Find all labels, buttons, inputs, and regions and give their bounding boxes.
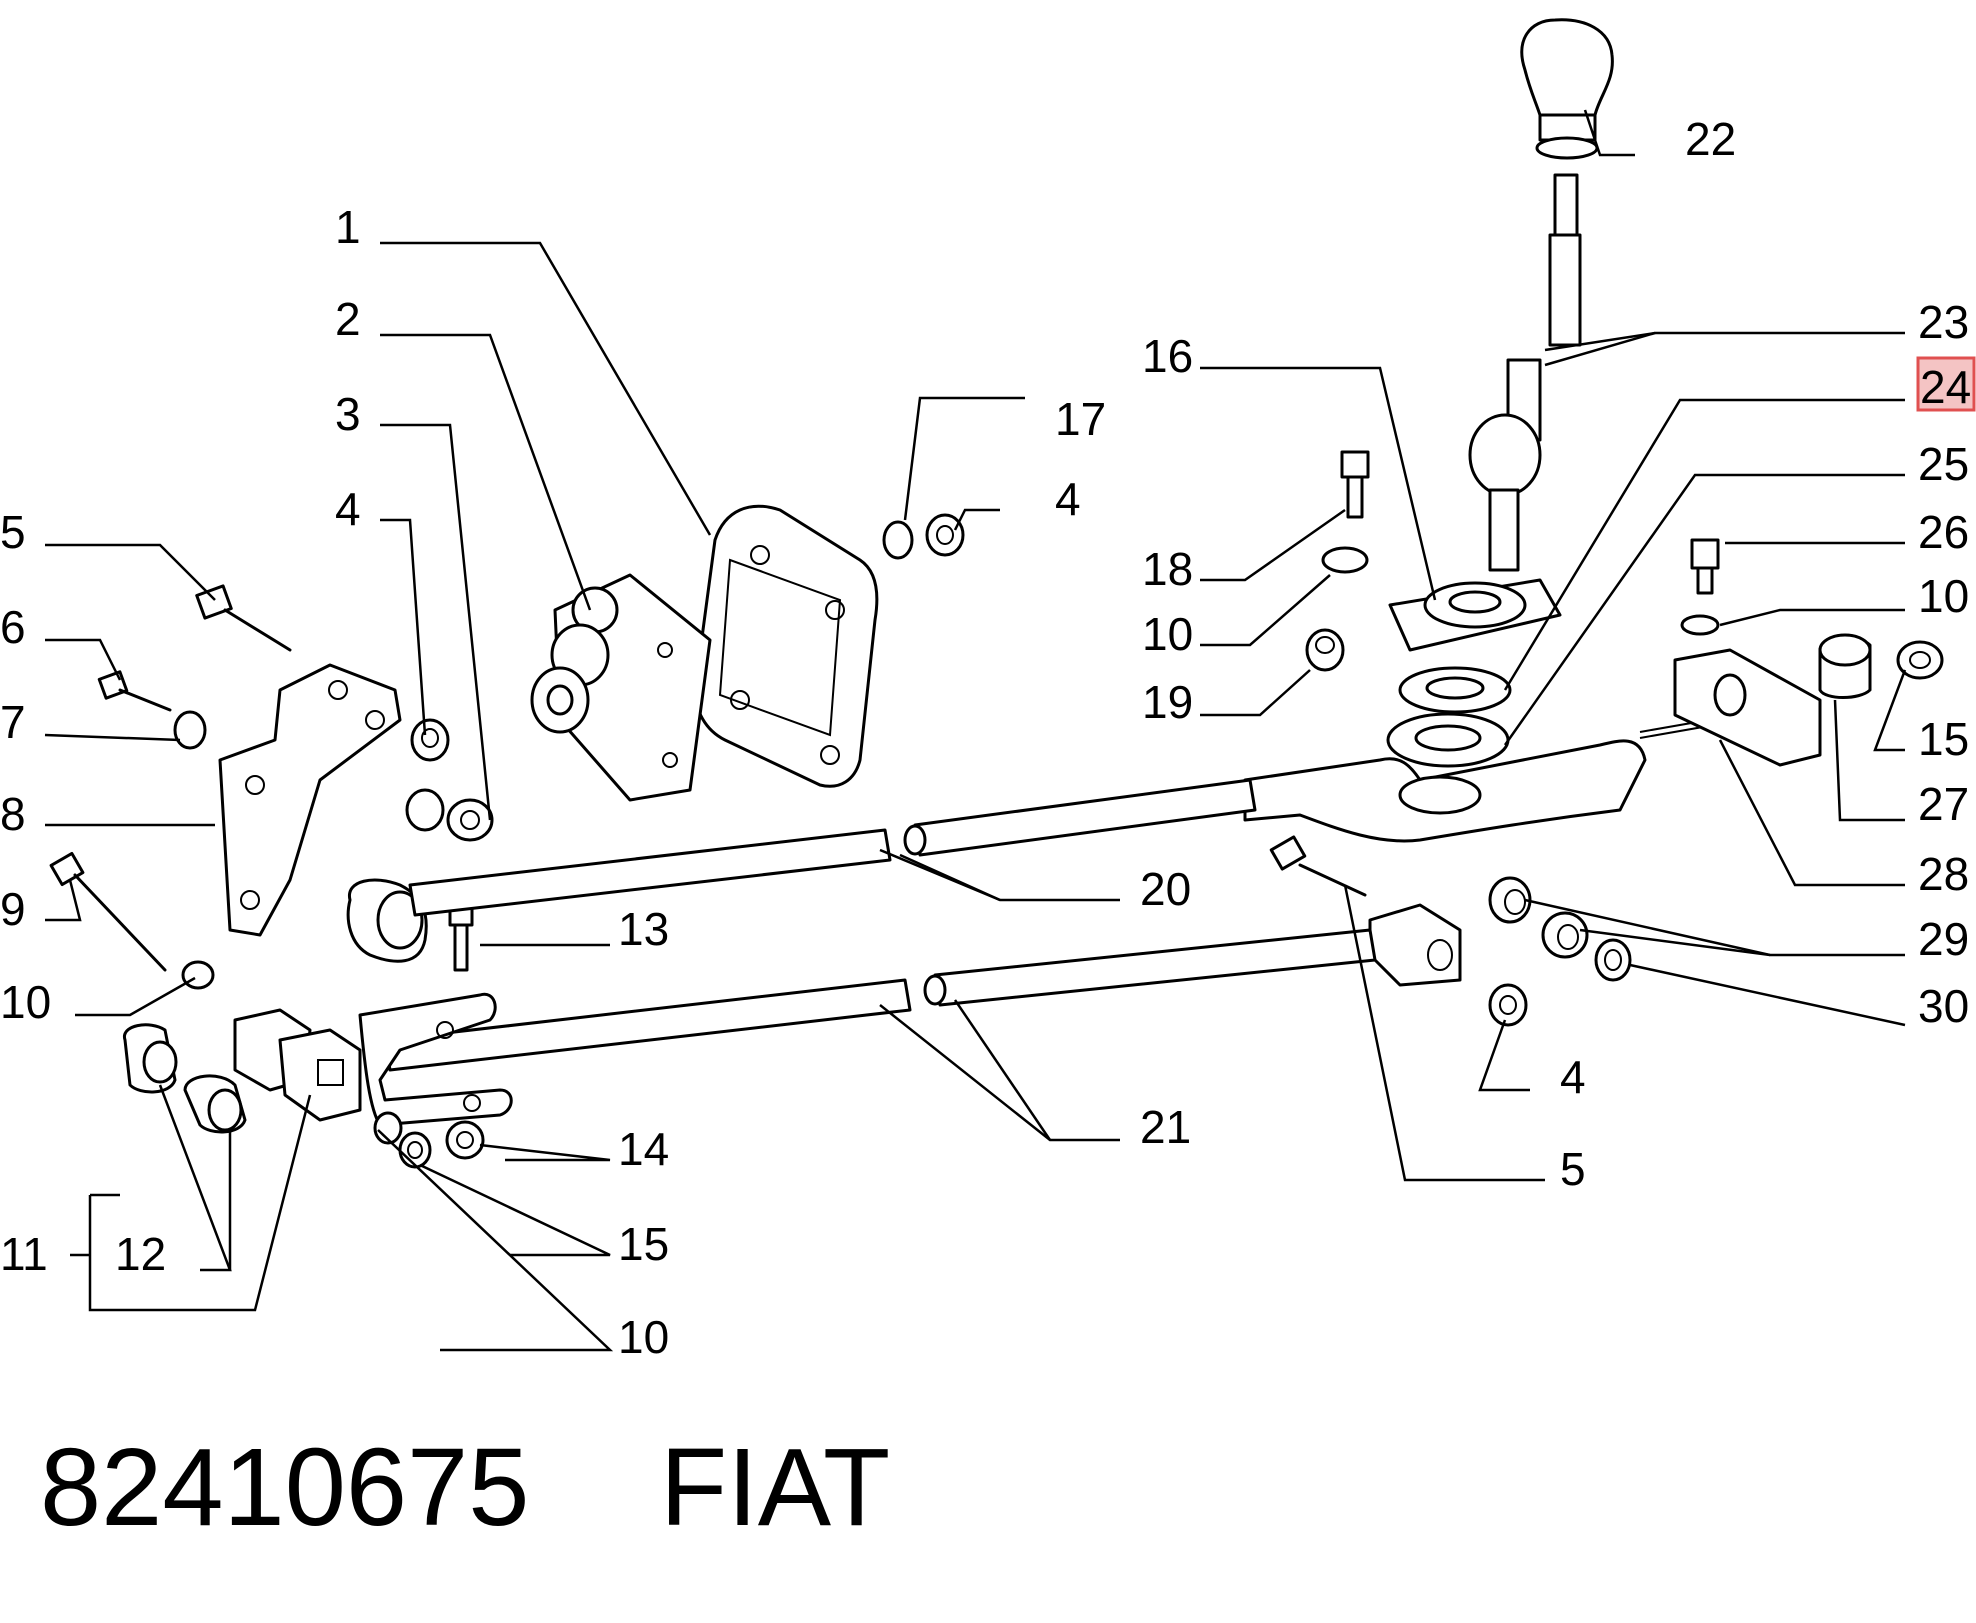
part-number: 82410675 <box>40 1426 529 1549</box>
linkage-block <box>1673 648 1822 767</box>
label-13[interactable]: 13 <box>618 903 669 955</box>
gear-lever-shaft <box>1468 173 1582 572</box>
nut-4-right <box>1488 983 1528 1027</box>
bushing-29-a <box>1488 876 1532 924</box>
leader-lines <box>44 109 1907 1352</box>
gear-knob <box>1520 18 1614 160</box>
label-25[interactable]: 25 <box>1918 438 1969 490</box>
bolt-6 <box>97 670 172 712</box>
nut-4-left <box>410 718 450 762</box>
label-4-right[interactable]: 4 <box>1560 1051 1586 1103</box>
label-15-right[interactable]: 15 <box>1918 713 1969 765</box>
rubber-boot <box>530 573 712 802</box>
bolt-26 <box>1690 538 1720 595</box>
nut-15-left <box>398 1131 432 1169</box>
brand-name: FIAT <box>660 1426 890 1549</box>
label-5-left[interactable]: 5 <box>0 506 26 558</box>
lever-housing-plate <box>1388 578 1562 652</box>
label-3[interactable]: 3 <box>335 388 361 440</box>
label-29[interactable]: 29 <box>1918 913 1969 965</box>
label-14[interactable]: 14 <box>618 1123 669 1175</box>
label-10-right[interactable]: 10 <box>1918 570 1969 622</box>
label-1[interactable]: 1 <box>335 201 361 253</box>
label-4-top[interactable]: 4 <box>1055 473 1081 525</box>
label-18[interactable]: 18 <box>1142 543 1193 595</box>
bushing-13 <box>346 878 428 963</box>
rubber-mount-11 <box>233 1008 362 1122</box>
fork-clevis <box>1368 903 1462 987</box>
label-10-center[interactable]: 10 <box>1142 608 1193 660</box>
label-10-bottom[interactable]: 10 <box>618 1311 669 1363</box>
mounting-bracket <box>218 663 402 937</box>
bushings-12 <box>123 1023 247 1134</box>
label-12[interactable]: 12 <box>115 1228 166 1280</box>
label-5-right[interactable]: 5 <box>1560 1143 1586 1195</box>
washer-30 <box>1594 938 1632 982</box>
label-28[interactable]: 28 <box>1918 848 1969 900</box>
label-7[interactable]: 7 <box>0 696 26 748</box>
label-10-left[interactable]: 10 <box>0 976 51 1028</box>
bushing-29-b <box>1541 911 1589 959</box>
nut-14 <box>445 1120 485 1160</box>
washer-17 <box>882 520 914 560</box>
label-6[interactable]: 6 <box>0 601 26 653</box>
selector-lever-arm <box>1243 717 1721 843</box>
washer-10-right <box>1680 614 1720 636</box>
bolt-18 <box>1340 450 1370 519</box>
label-17[interactable]: 17 <box>1055 393 1106 445</box>
label-8[interactable]: 8 <box>0 788 26 840</box>
label-24[interactable]: 24 <box>1920 361 1971 413</box>
label-21[interactable]: 21 <box>1140 1101 1191 1153</box>
rod-20 <box>408 778 1257 917</box>
label-26[interactable]: 26 <box>1918 506 1969 558</box>
washer-10-left <box>181 960 215 990</box>
nut-15-right <box>1896 640 1944 680</box>
bolt-5-left <box>195 584 292 652</box>
cover-gasket <box>693 504 879 788</box>
selector-rod-end-14 <box>358 992 513 1127</box>
label-22[interactable]: 22 <box>1685 113 1736 165</box>
nut-4-top <box>925 513 965 557</box>
bolt-5-center <box>1269 835 1367 897</box>
label-2[interactable]: 2 <box>335 293 361 345</box>
label-20[interactable]: 20 <box>1140 863 1191 915</box>
label-23[interactable]: 23 <box>1918 296 1969 348</box>
label-15-left[interactable]: 15 <box>618 1218 669 1270</box>
bolt-9 <box>49 851 167 972</box>
callout-labels: 1 2 3 4 5 6 7 8 9 10 11 12 13 14 15 10 1… <box>0 113 1976 1363</box>
bushing-27 <box>1818 633 1872 699</box>
lever-rings <box>1386 666 1512 768</box>
label-9[interactable]: 9 <box>0 883 26 935</box>
bolt-13 <box>448 903 474 972</box>
washer-10-bottom <box>373 1111 403 1145</box>
label-24-highlight <box>1916 356 1976 412</box>
label-4-left[interactable]: 4 <box>335 483 361 535</box>
nut-19 <box>1305 628 1345 672</box>
label-11[interactable]: 11 <box>0 1228 48 1280</box>
ball-joint-3 <box>405 788 494 842</box>
spring-clip-7 <box>173 710 207 750</box>
rod-21 <box>383 928 1377 1072</box>
label-16[interactable]: 16 <box>1142 330 1193 382</box>
washer-10-center <box>1321 546 1369 574</box>
label-30[interactable]: 30 <box>1918 980 1969 1032</box>
label-27[interactable]: 27 <box>1918 778 1969 830</box>
label-19[interactable]: 19 <box>1142 676 1193 728</box>
